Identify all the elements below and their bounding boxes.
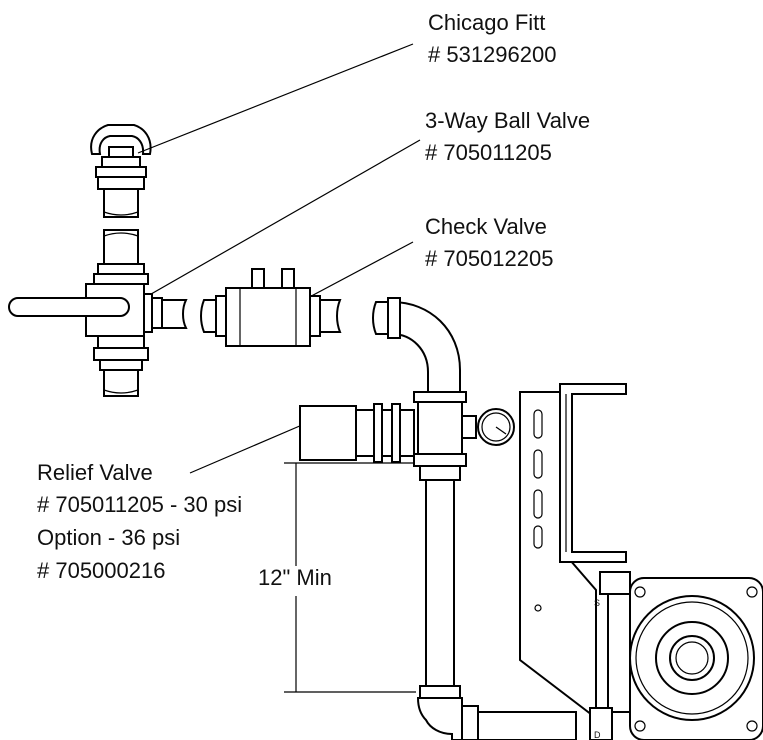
check-valve-part: # 705012205 bbox=[425, 246, 553, 271]
pump-discharge-label: D bbox=[594, 730, 601, 740]
pump-suction-label: S bbox=[594, 598, 600, 608]
pump: S D bbox=[589, 571, 763, 740]
chicago-fitting-name: Chicago Fitt bbox=[428, 10, 545, 35]
relief-valve-leader-line bbox=[189, 424, 303, 474]
chicago-fitting-part: # 531296200 bbox=[428, 42, 556, 67]
relief-valve-part: # 705011205 - 30 psi bbox=[37, 492, 242, 517]
relief-valve-option-part: # 705000216 bbox=[37, 558, 165, 583]
ball-valve-leader-line bbox=[117, 139, 421, 314]
tee-fitting bbox=[413, 391, 477, 481]
dimension-label: 12" Min bbox=[258, 565, 332, 590]
ball-valve bbox=[8, 229, 188, 397]
ball-valve-handle bbox=[8, 297, 130, 317]
check-valve-name: Check Valve bbox=[425, 214, 547, 239]
chicago-leader-line bbox=[137, 43, 414, 154]
relief-valve-name: Relief Valve bbox=[37, 460, 153, 485]
pressure-gauge bbox=[477, 408, 515, 446]
relief-valve bbox=[299, 403, 415, 463]
ball-valve-part: # 705011205 bbox=[425, 140, 552, 165]
bottom-elbow bbox=[416, 697, 577, 740]
ball-valve-name: 3-Way Ball Valve bbox=[425, 108, 590, 133]
leader-lines bbox=[117, 43, 421, 474]
mounting-bracket bbox=[519, 383, 627, 721]
check-valve bbox=[200, 268, 342, 347]
relief-valve-option: Option - 36 psi bbox=[37, 525, 180, 550]
vertical-pipe bbox=[419, 479, 461, 699]
check-valve-body bbox=[225, 287, 311, 347]
relief-valve-body bbox=[299, 405, 357, 461]
chicago-fitting bbox=[90, 124, 152, 218]
